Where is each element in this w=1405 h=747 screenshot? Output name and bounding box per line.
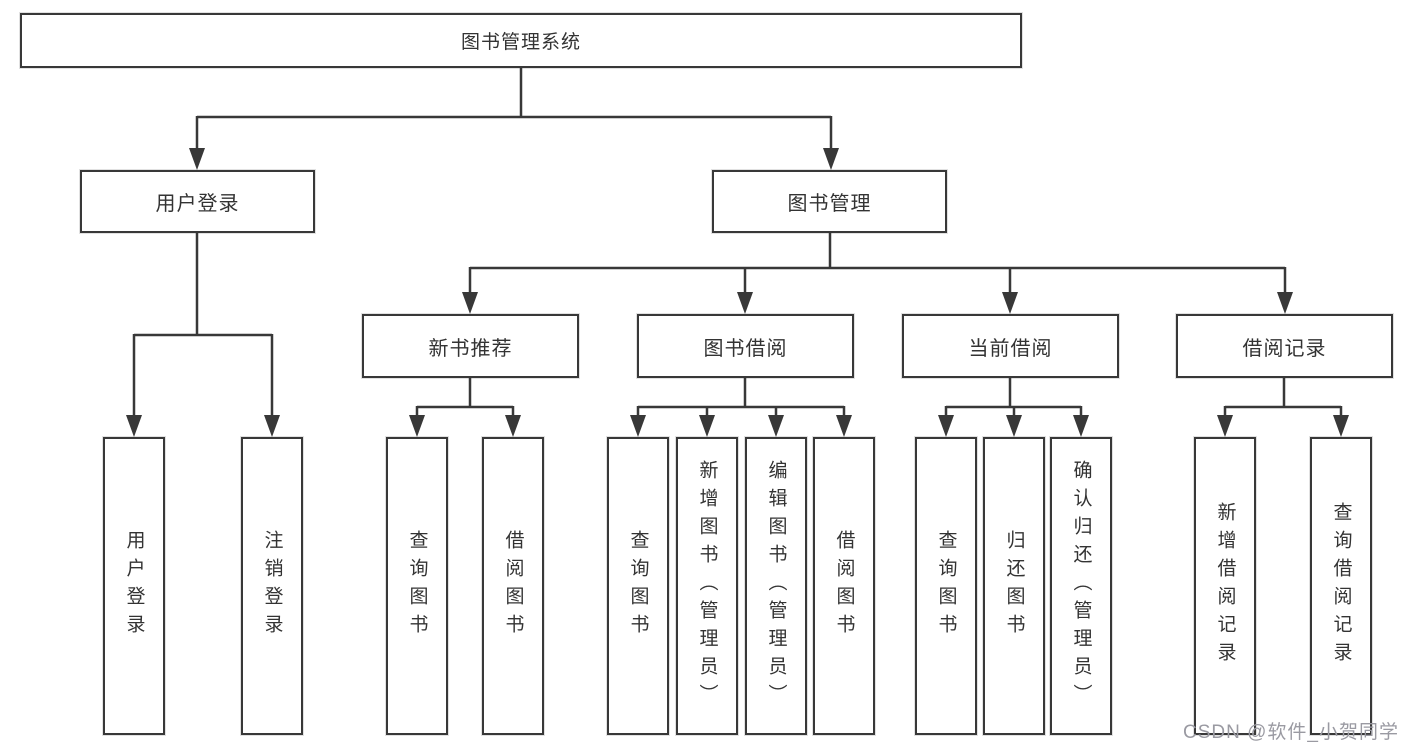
- leaf-user-login: 用户登录: [103, 437, 165, 735]
- leaf-borrow-books-recommend: 借阅图书: [482, 437, 544, 735]
- leaf-label: 借阅图书: [502, 530, 524, 642]
- leaf-query-books-current: 查询图书: [915, 437, 977, 735]
- leaf-logout: 注销登录: [241, 437, 303, 735]
- node-new-book-recommend: 新书推荐: [362, 314, 579, 378]
- leaf-label: 确认归还（管理员）: [1070, 460, 1092, 712]
- leaf-query-borrow-record: 查询借阅记录: [1310, 437, 1372, 735]
- node-label: 图书借阅: [703, 337, 788, 360]
- node-label: 新书推荐: [428, 337, 513, 360]
- leaf-confirm-return-admin: 确认归还（管理员）: [1050, 437, 1112, 735]
- leaf-label: 新增图书（管理员）: [696, 460, 718, 712]
- leaf-edit-books-admin: 编辑图书（管理员）: [745, 437, 807, 735]
- node-book-borrow: 图书借阅: [637, 314, 854, 378]
- leaf-add-borrow-record: 新增借阅记录: [1194, 437, 1256, 735]
- leaf-label: 新增借阅记录: [1214, 502, 1236, 670]
- leaf-label: 归还图书: [1003, 530, 1025, 642]
- leaf-label: 借阅图书: [833, 530, 855, 642]
- leaf-query-books-recommend: 查询图书: [386, 437, 448, 735]
- node-book-management: 图书管理: [712, 170, 947, 233]
- leaf-label: 用户登录: [123, 530, 145, 642]
- csdn-watermark: CSDN @软件_小贺同学: [1183, 722, 1399, 743]
- node-borrow-records: 借阅记录: [1176, 314, 1393, 378]
- leaf-label: 查询借阅记录: [1330, 502, 1352, 670]
- leaf-label: 查询图书: [406, 530, 428, 642]
- leaf-label: 编辑图书（管理员）: [765, 460, 787, 712]
- node-current-borrow: 当前借阅: [902, 314, 1119, 378]
- leaf-return-books: 归还图书: [983, 437, 1045, 735]
- node-label: 当前借阅: [968, 337, 1053, 360]
- leaf-label: 查询图书: [627, 530, 649, 642]
- node-label: 用户登录: [155, 193, 240, 215]
- leaf-label: 注销登录: [261, 530, 283, 642]
- leaf-query-books-borrow: 查询图书: [607, 437, 669, 735]
- leaf-add-books-admin: 新增图书（管理员）: [676, 437, 738, 735]
- node-user-login: 用户登录: [80, 170, 315, 233]
- arrowheads: [126, 148, 1349, 437]
- leaf-borrow-books: 借阅图书: [813, 437, 875, 735]
- node-label: 图书管理: [787, 193, 872, 215]
- node-library-system: 图书管理系统: [20, 13, 1022, 68]
- node-label: 借阅记录: [1242, 337, 1327, 360]
- leaf-label: 查询图书: [935, 530, 957, 642]
- node-label: 图书管理系统: [460, 32, 581, 53]
